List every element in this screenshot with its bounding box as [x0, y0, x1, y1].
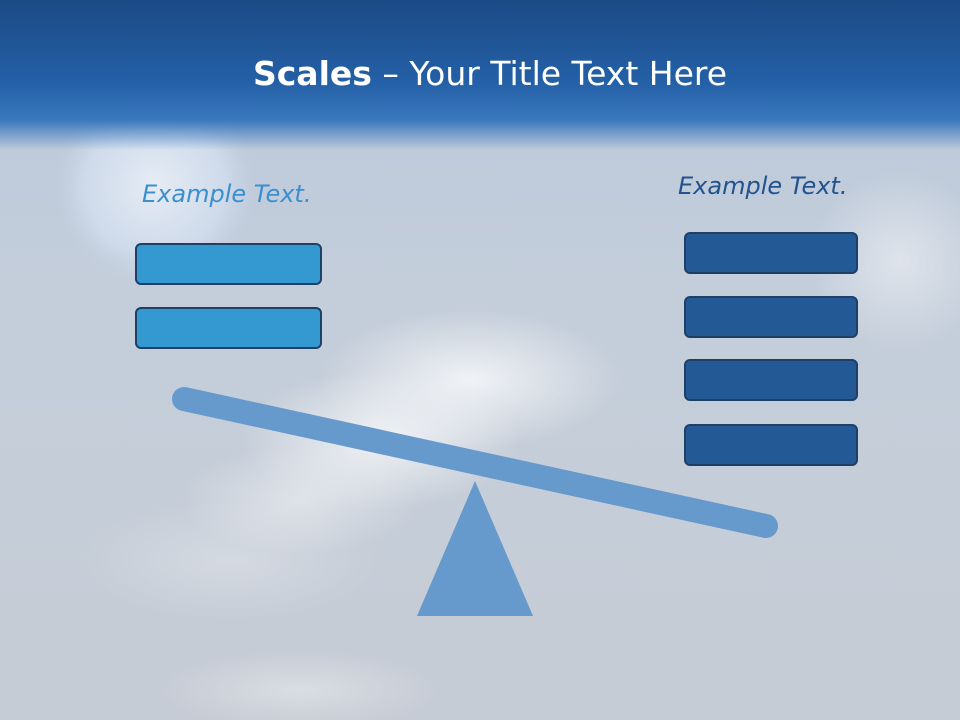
left-caption: Example Text.	[142, 180, 312, 208]
title-bar	[0, 0, 960, 150]
scale-beam	[172, 387, 778, 538]
title-rest-part: – Your Title Text Here	[371, 54, 728, 93]
right-caption: Example Text.	[678, 172, 848, 200]
right-box-4	[684, 424, 858, 466]
left-box-1	[135, 243, 322, 285]
left-box-2	[135, 307, 322, 349]
right-box-2	[684, 296, 858, 338]
scale-fulcrum	[417, 481, 533, 616]
cloud	[80, 500, 380, 620]
cloud	[160, 650, 440, 720]
right-box-3	[684, 359, 858, 401]
right-box-1	[684, 232, 858, 274]
slide-title: Scales – Your Title Text Here	[0, 52, 960, 96]
title-bold-part: Scales	[252, 54, 372, 93]
